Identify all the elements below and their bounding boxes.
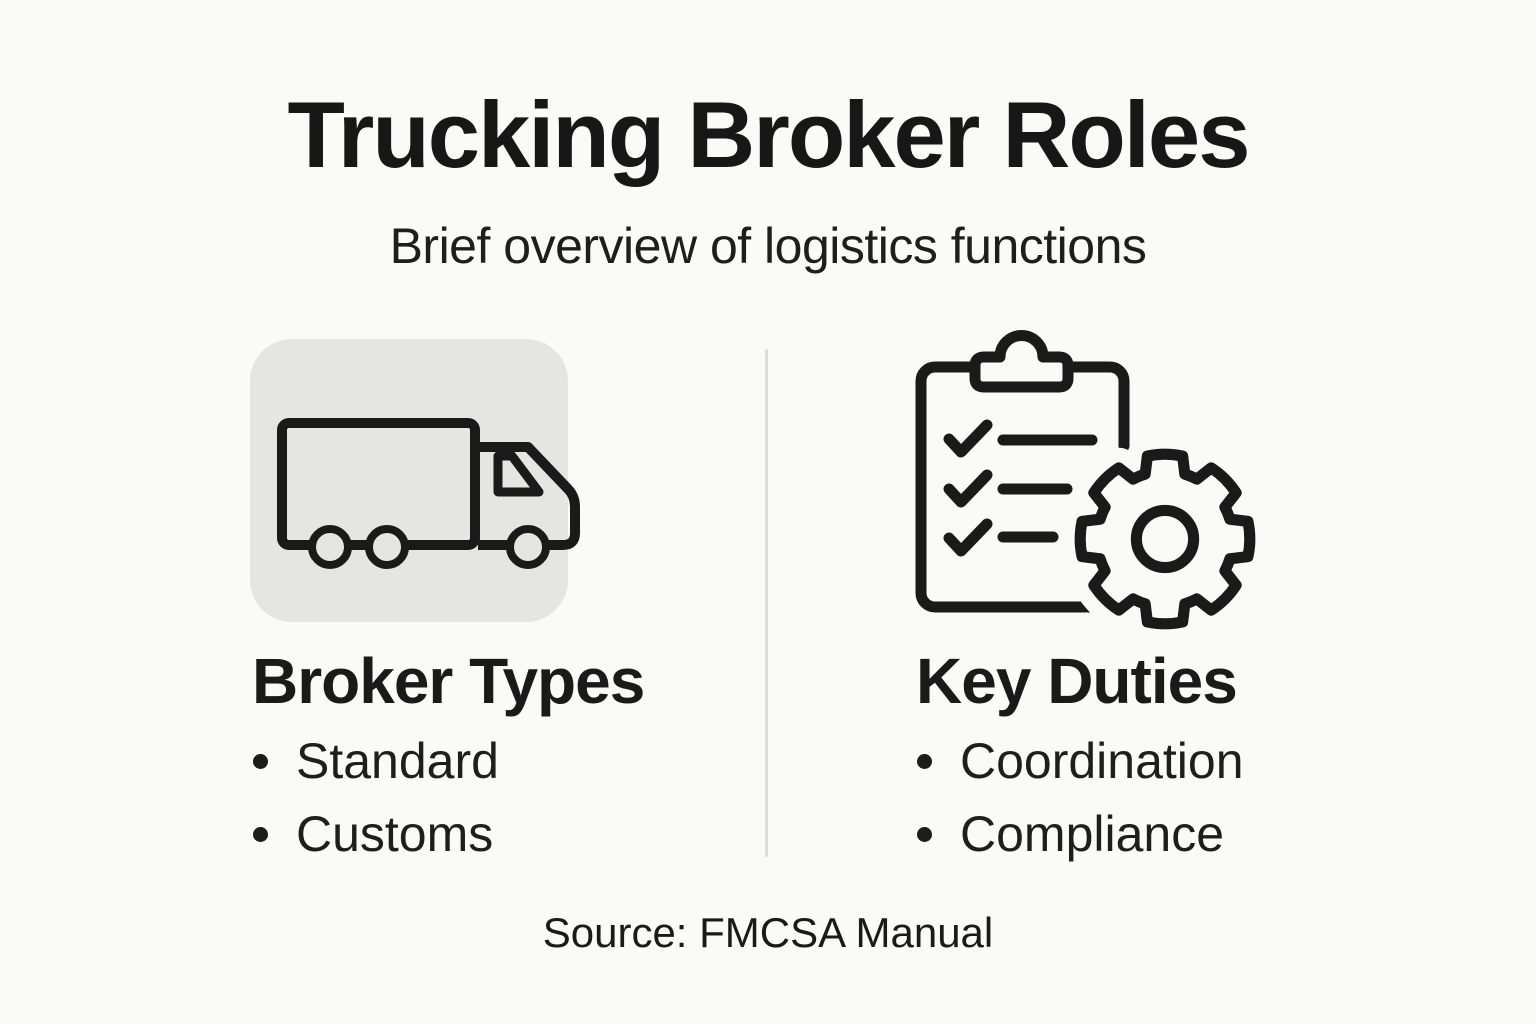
truck-icon bbox=[277, 418, 580, 569]
list-item-label: Standard bbox=[296, 733, 499, 789]
list-item: Customs bbox=[252, 798, 499, 871]
source-note: Source: FMCSA Manual bbox=[542, 909, 994, 956]
list-item: Compliance bbox=[916, 798, 1244, 871]
truck-icon-box bbox=[250, 339, 568, 622]
bullet-dot bbox=[253, 754, 268, 769]
column-divider bbox=[765, 349, 768, 857]
list-item-label: Customs bbox=[296, 806, 494, 862]
broker-types-list: Standard Customs bbox=[252, 725, 499, 871]
key-duties-list: Coordination Compliance bbox=[916, 725, 1244, 871]
bullet-dot bbox=[253, 827, 268, 842]
list-item-label: Coordination bbox=[960, 733, 1244, 789]
page-title: Trucking Broker Roles bbox=[287, 82, 1251, 187]
clipboard-checklist-gear-icon bbox=[915, 330, 1270, 644]
page-subtitle: Brief overview of logistics functions bbox=[389, 218, 1147, 274]
key-duties-heading: Key Duties bbox=[916, 645, 1238, 717]
list-item-label: Compliance bbox=[960, 806, 1225, 862]
list-item: Coordination bbox=[916, 725, 1244, 798]
bullet-dot bbox=[917, 754, 932, 769]
list-item: Standard bbox=[252, 725, 499, 798]
bullet-dot bbox=[917, 827, 932, 842]
gear-icon bbox=[1060, 434, 1270, 644]
broker-types-heading: Broker Types bbox=[252, 645, 645, 717]
